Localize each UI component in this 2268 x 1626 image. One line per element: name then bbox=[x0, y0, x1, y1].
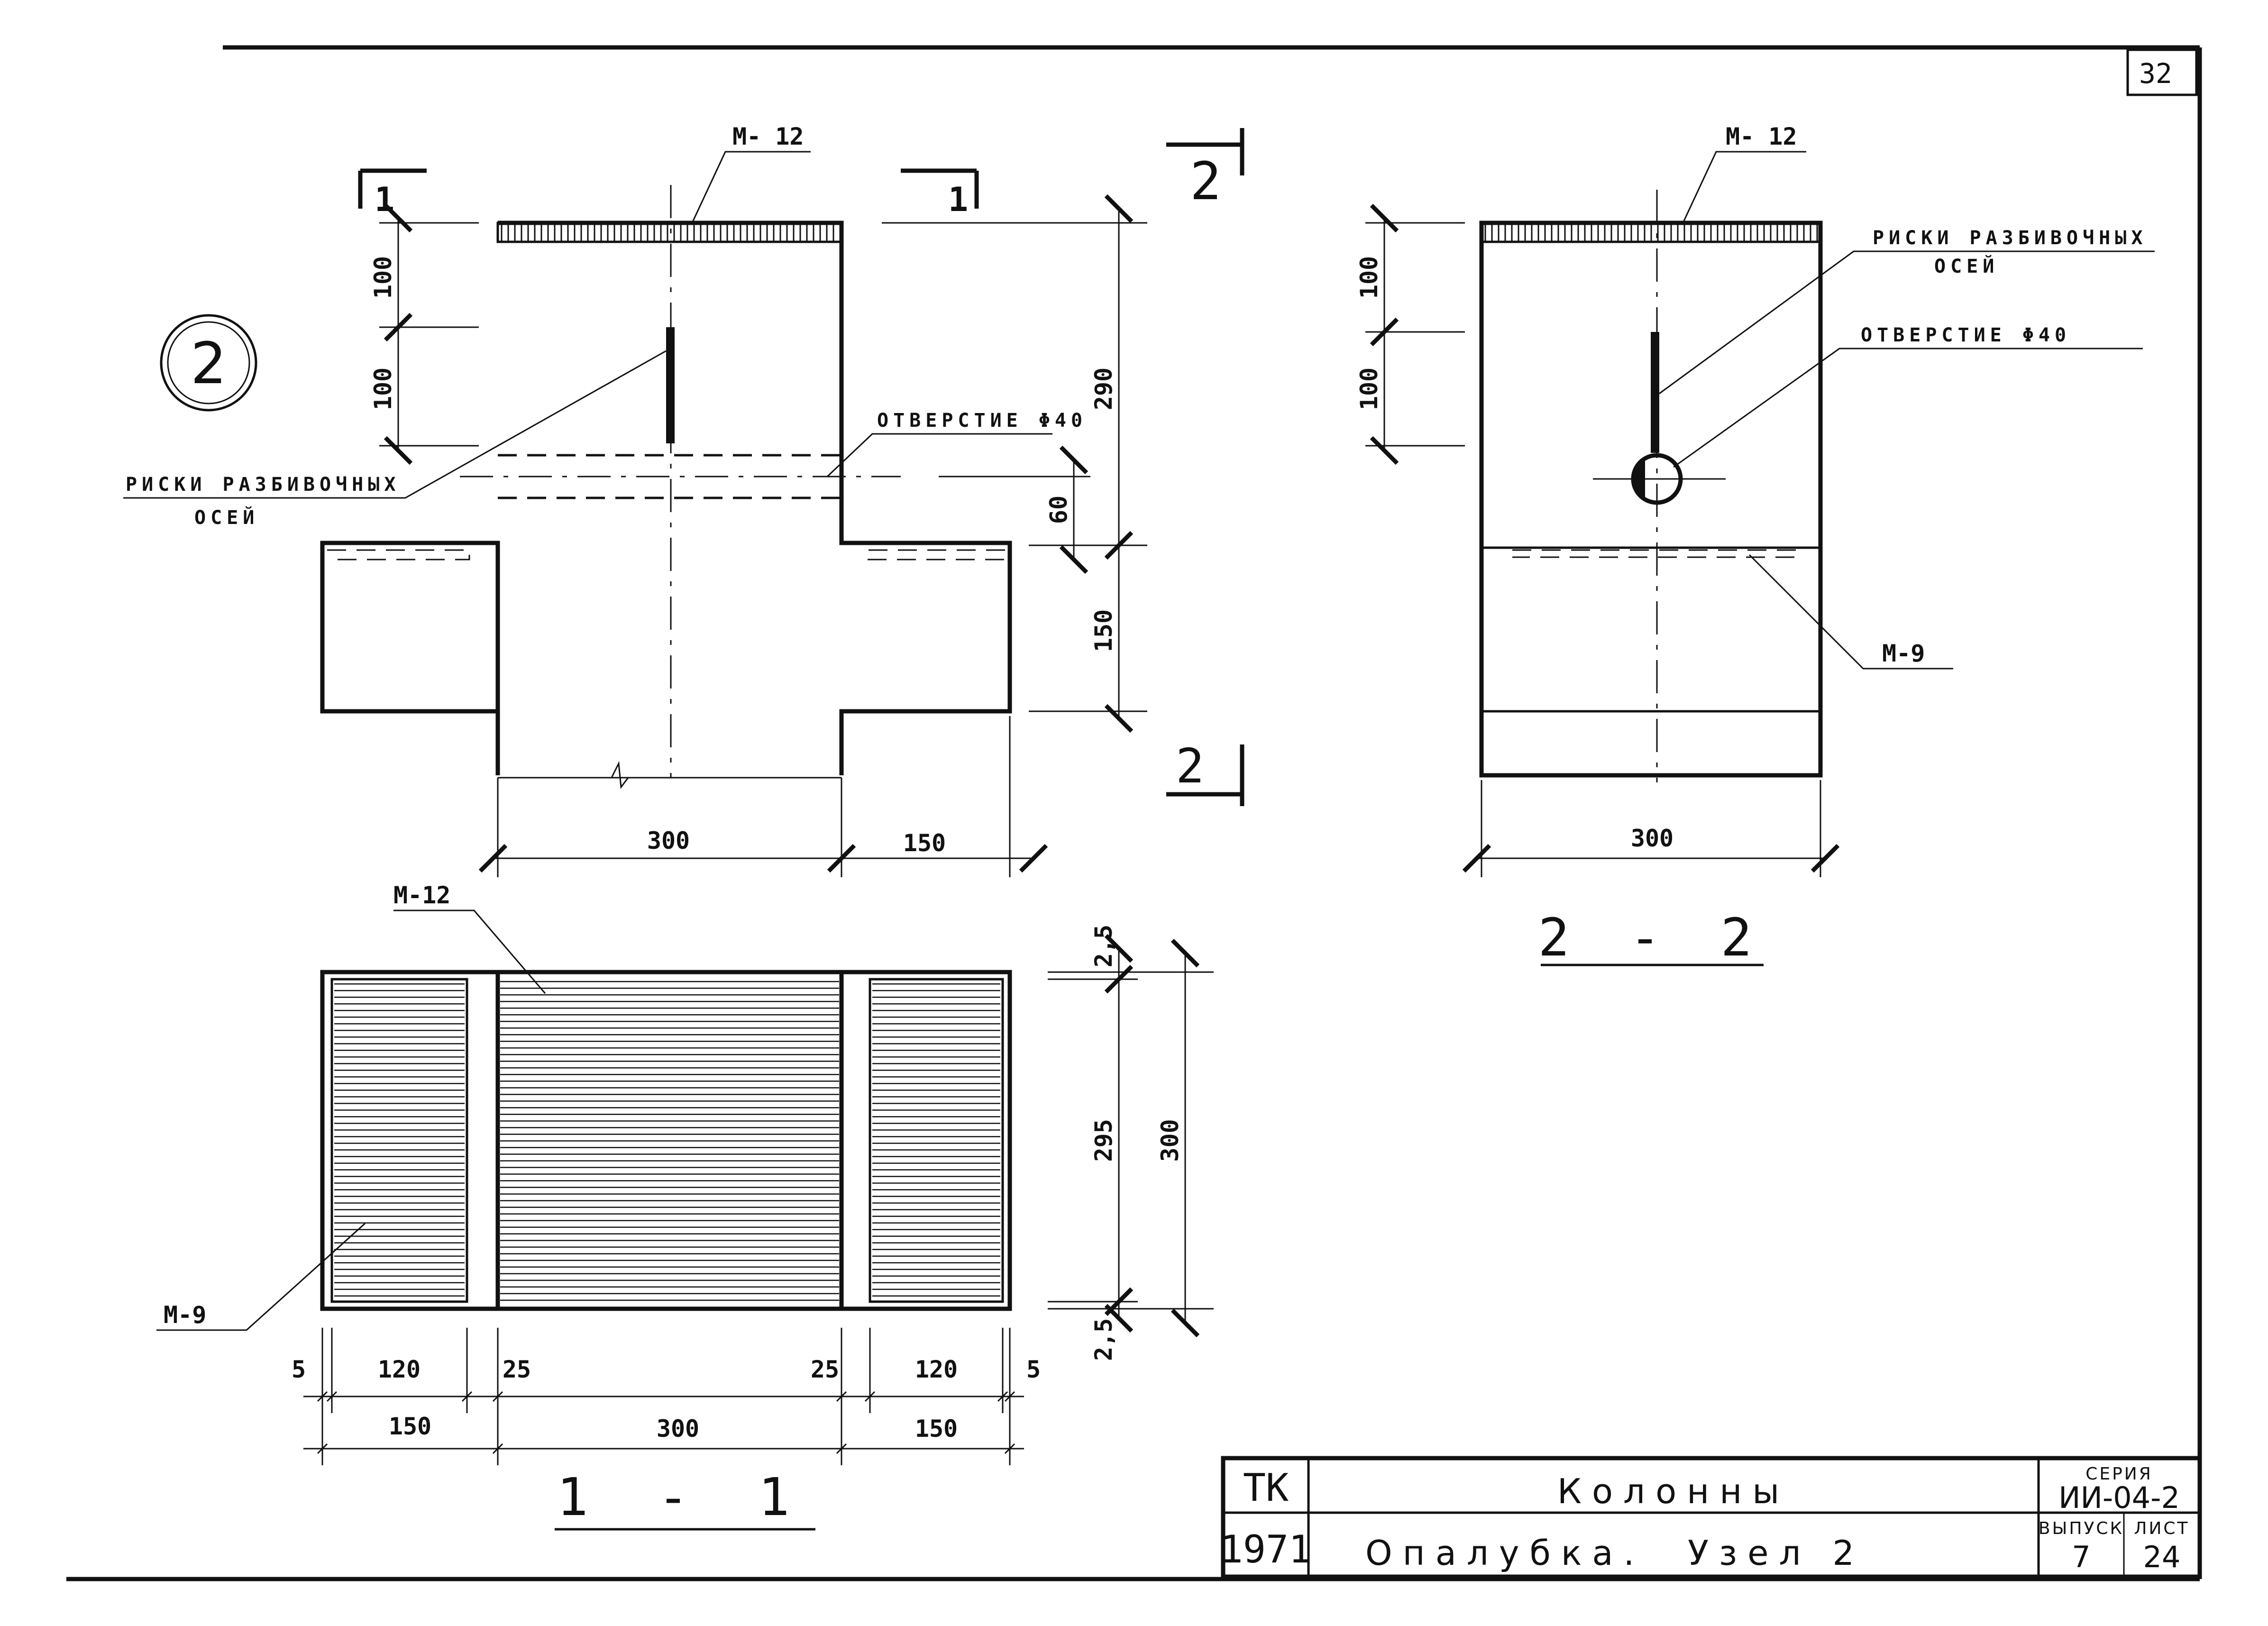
sec1-dim-300-h: 300 bbox=[657, 1415, 699, 1442]
sec1-label-m9: М-9 bbox=[164, 1301, 206, 1329]
sec2-title: 2 - 2 bbox=[1538, 907, 1766, 968]
title-block bbox=[1221, 1456, 2202, 1579]
m12-plate-hatch bbox=[501, 224, 834, 241]
cut-mark-1-left: 1 bbox=[375, 180, 394, 219]
title-block-series-label: СЕРИЯ bbox=[2085, 1464, 2153, 1484]
elevation-view bbox=[123, 128, 1244, 877]
sec2-label-axes-1: РИСКИ РАЗБИВОЧНЫХ bbox=[1873, 227, 2147, 249]
sec1-dim-300-v: 300 bbox=[1156, 1119, 1184, 1162]
sec2-dim-100-top: 100 bbox=[1355, 256, 1383, 299]
sec2-label-m12: М- 12 bbox=[1726, 123, 1797, 150]
elev-dim-290: 290 bbox=[1090, 367, 1117, 410]
sec1-dim-150-right: 150 bbox=[915, 1415, 958, 1442]
section-1-1-view bbox=[156, 909, 1214, 1531]
sec1-dim-25-left: 25 bbox=[503, 1356, 531, 1383]
sec2-label-m9: М-9 bbox=[1882, 640, 1925, 667]
sec1-dim-120-left: 120 bbox=[378, 1356, 421, 1383]
elev-dim-150-h: 150 bbox=[903, 829, 946, 857]
axis-risk-mark-2 bbox=[1651, 332, 1659, 453]
elev-label-m12: М- 12 bbox=[732, 123, 804, 150]
sec2-label-axes-2: ОСЕЙ bbox=[1934, 255, 1999, 277]
sec1-dim-5-left: 5 bbox=[292, 1356, 306, 1383]
title-block-org: ТК bbox=[1243, 1466, 1289, 1510]
sec1-dim-150-left: 150 bbox=[389, 1413, 431, 1440]
node-marker bbox=[160, 314, 257, 412]
sec1-dim-295: 295 bbox=[1090, 1119, 1117, 1162]
m12-plate-hatch-2 bbox=[1484, 224, 1818, 241]
elev-label-hole: ОТВЕРСТИЕ Φ40 bbox=[877, 410, 1087, 432]
sec1-dim-120-right: 120 bbox=[915, 1356, 958, 1383]
cut-mark-2-top: 2 bbox=[1190, 151, 1221, 211]
elev-label-axes-1: РИСКИ РАЗБИВОЧНЫХ bbox=[126, 474, 400, 496]
title-block-issue-value: 7 bbox=[2072, 1540, 2090, 1574]
sec1-dim-25-right: 25 bbox=[811, 1356, 839, 1383]
title-block-subtitle-2: Узел 2 bbox=[1688, 1533, 1865, 1573]
node-number: 2 bbox=[191, 331, 227, 397]
title-block-series-value: ИИ-04-2 bbox=[2058, 1480, 2180, 1515]
cut-mark-2-bottom: 2 bbox=[1176, 738, 1204, 794]
sec1-dim-5-right: 5 bbox=[1026, 1356, 1041, 1383]
elev-label-axes-2: ОСЕЙ bbox=[194, 506, 259, 529]
elev-dim-300: 300 bbox=[647, 827, 690, 854]
elev-dim-100-top: 100 bbox=[369, 256, 397, 299]
elev-dim-60: 60 bbox=[1045, 496, 1072, 524]
title-block-year: 1971 bbox=[1220, 1527, 1312, 1571]
elev-dim-100-bottom: 100 bbox=[369, 367, 397, 410]
sec2-dim-300: 300 bbox=[1631, 825, 1674, 852]
cut-mark-1-right: 1 bbox=[948, 180, 968, 219]
sec1-label-m12: М-12 bbox=[393, 882, 450, 909]
sec2-dim-100-bottom: 100 bbox=[1355, 367, 1383, 410]
sheet-frame bbox=[66, 45, 2202, 1581]
sec1-dim-2-5-top: 2,5 bbox=[1090, 925, 1117, 967]
sec1-title: 1 - 1 bbox=[557, 1467, 808, 1527]
sec2-label-hole: ОТВЕРСТИЕ Φ40 bbox=[1861, 324, 2071, 346]
sec1-dim-2-5-bottom: 2,5 bbox=[1090, 1318, 1117, 1361]
title-block-sheet-value: 24 bbox=[2143, 1540, 2181, 1574]
section-2-2-view bbox=[1365, 151, 2155, 966]
title-block-title: Колонны bbox=[1557, 1471, 1790, 1511]
title-block-sheet-label: ЛИСТ bbox=[2134, 1519, 2189, 1538]
elev-dim-150-v: 150 bbox=[1090, 609, 1117, 652]
title-block-issue-label: ВЫПУСК bbox=[2039, 1519, 2124, 1538]
sheet-number: 32 bbox=[2139, 57, 2172, 90]
section-hatching bbox=[334, 981, 1000, 1301]
title-block-subtitle-1: Опалубка. bbox=[1365, 1533, 1645, 1573]
